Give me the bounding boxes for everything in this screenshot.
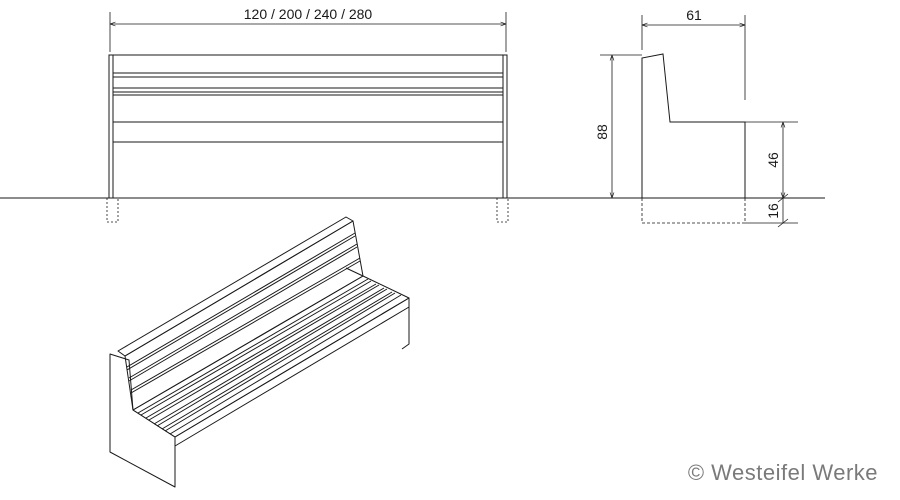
seat-height-label: 46 xyxy=(765,152,781,168)
seat-slat-line-7 xyxy=(161,291,393,430)
right-post xyxy=(502,54,508,199)
length-label: 120 / 200 / 240 / 280 xyxy=(244,6,373,22)
seat-slat-line-2 xyxy=(140,280,372,416)
backrest-slat-line-4 xyxy=(128,246,358,382)
total-height-dimension xyxy=(600,54,642,199)
total-height-label: 88 xyxy=(594,124,610,140)
side-view xyxy=(600,15,798,228)
backrest-slat-line-2 xyxy=(126,235,356,371)
backrest-slat-lower xyxy=(112,91,504,96)
right-end-panel xyxy=(401,298,410,350)
seat-front-slat xyxy=(112,121,504,143)
side-foundation xyxy=(641,198,746,224)
right-end-panel-back xyxy=(345,267,364,277)
foundation-depth-label: 16 xyxy=(765,203,781,219)
backrest-slat-line-3 xyxy=(128,243,358,379)
depth-dimension xyxy=(641,15,746,100)
seat-slat-line-5 xyxy=(153,287,385,425)
seat-slat-line-6 xyxy=(156,288,388,427)
backrest-slat-line-6 xyxy=(130,260,361,394)
isometric-view xyxy=(109,216,410,488)
seat-slat-line-3 xyxy=(145,283,377,419)
left-end-panel xyxy=(109,353,176,488)
backrest-slat-top xyxy=(112,54,504,74)
side-profile xyxy=(641,53,746,199)
backrest-top-face xyxy=(117,216,354,357)
seat-slat-line-1 xyxy=(137,278,369,414)
left-post xyxy=(108,54,114,199)
foundation-depth-dimension xyxy=(745,193,798,228)
seat-height-dimension xyxy=(745,121,798,198)
seat-slat-line-8 xyxy=(164,292,396,432)
seat-slat-line-9 xyxy=(169,294,402,435)
backrest-slat-line-5 xyxy=(130,257,361,391)
seat-slat-line-4 xyxy=(148,284,380,421)
seat-front-edge xyxy=(174,297,410,447)
backrest-slat-line-1 xyxy=(126,232,356,368)
backrest-slat-middle xyxy=(112,76,504,89)
right-foundation xyxy=(496,198,509,223)
depth-label: 61 xyxy=(686,7,702,23)
length-dimension xyxy=(109,12,507,52)
copyright-notice: © Westeifel Werke xyxy=(687,460,878,485)
front-view xyxy=(106,12,509,223)
left-foundation xyxy=(106,198,119,223)
